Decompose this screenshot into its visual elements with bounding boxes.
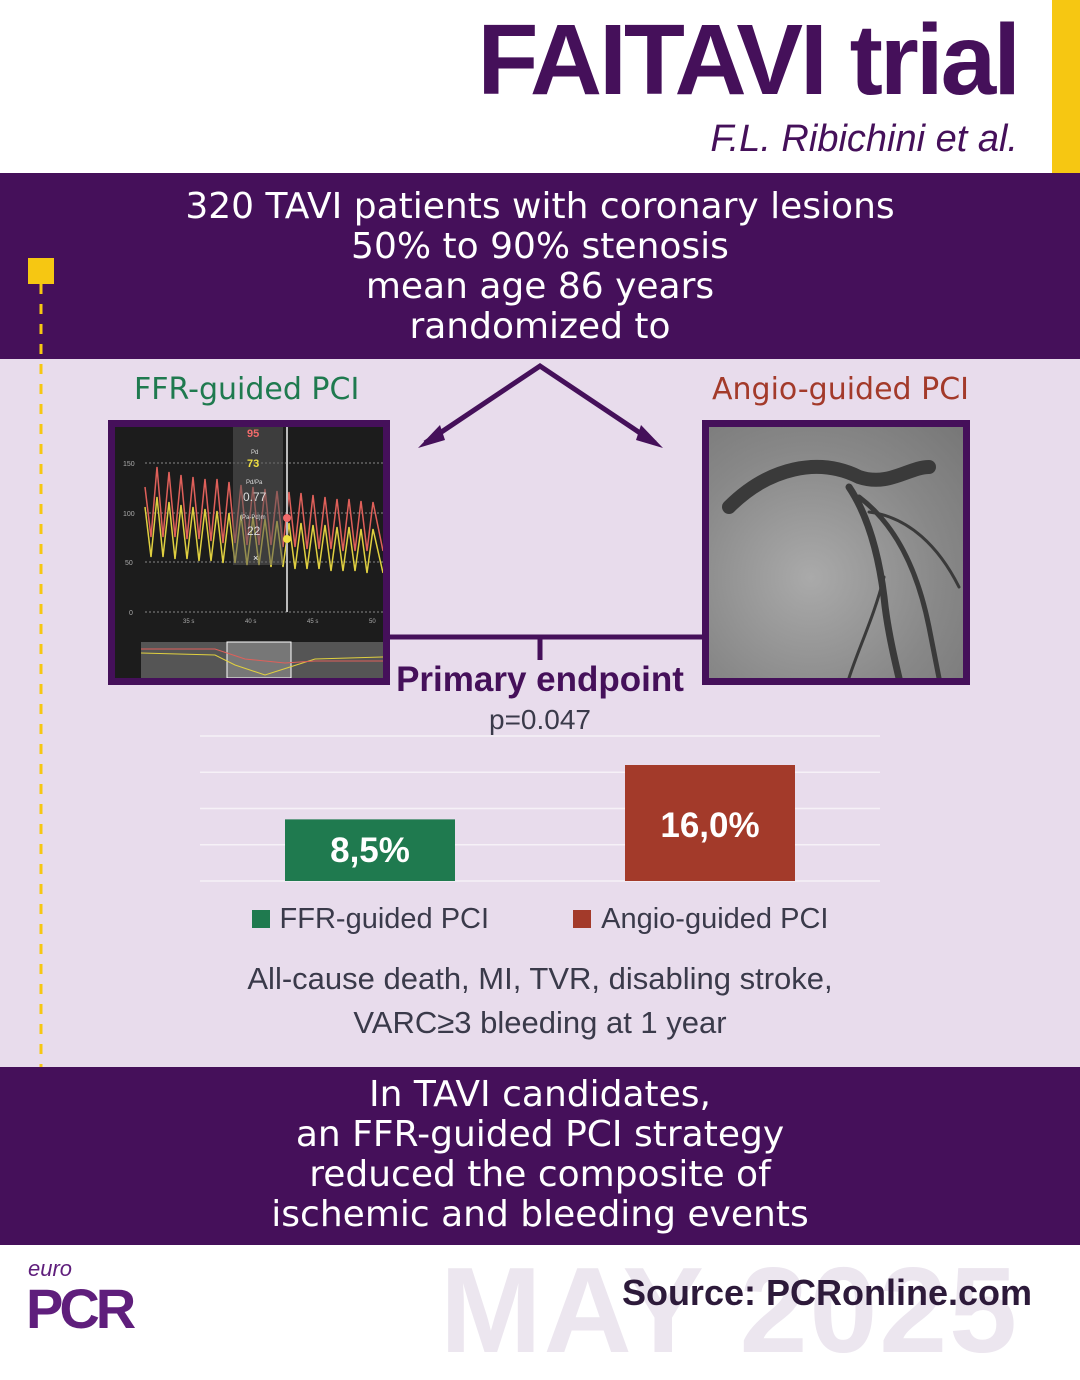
accent-bar [1052, 0, 1080, 173]
legend-item-angio: Angio-guided PCI [573, 903, 828, 936]
arrow-left-head [418, 425, 445, 448]
p-value: p=0.047 [489, 704, 591, 735]
legend-swatch [251, 910, 270, 928]
ytick: 100 [123, 511, 135, 518]
timeline-start-square [28, 258, 54, 284]
pd-label: Pd [251, 450, 258, 456]
ratio-label: Pd/Pa [246, 480, 263, 486]
legend-item-ffr: FFR-guided PCI [251, 903, 490, 936]
chart-legend: FFR-guided PCI Angio-guided PCI [0, 903, 1080, 936]
endpoint-title: Primary endpoint [396, 660, 684, 699]
ffr-pressure-tracing-image: 150 100 50 0 95 Pd 73 Pd/Pa 0.77 (Pa-Pd)… [108, 420, 390, 685]
conclusion-line: In TAVI candidates, [369, 1074, 711, 1115]
conclusion-line: reduced the composite of [309, 1154, 771, 1195]
ytick: 50 [125, 560, 133, 567]
bar-data-label: 8,5% [330, 831, 410, 870]
authors: F.L. Ribichini et al. [710, 118, 1018, 160]
conclusion-line: an FFR-guided PCI strategy [295, 1114, 785, 1155]
split-arrows [423, 362, 657, 446]
conclusion-band: In TAVI candidates, an FFR-guided PCI st… [0, 1067, 1080, 1245]
endpoint-bar-chart: 8,5% 16,0% [200, 735, 880, 882]
bar-data-label: 16,0% [660, 806, 759, 845]
endpoint-description: All-cause death, MI, TVR, disabling stro… [0, 957, 1080, 1045]
arm-label-ffr: FFR-guided PCI [134, 372, 360, 407]
close-icon: × [253, 553, 258, 563]
conclusion-line: ischemic and bleeding events [271, 1194, 809, 1235]
gradient-label: (Pa-Pd)m [240, 515, 266, 521]
page-title: FAITAVI trial [477, 4, 1021, 116]
angiogram-image [702, 420, 970, 685]
ytick: 150 [123, 461, 135, 468]
population-line: 320 TAVI patients with coronary lesions [185, 186, 895, 227]
gradient-value: 22 [247, 524, 261, 538]
connectors [26, 258, 702, 1170]
legend-label: FFR-guided PCI [279, 903, 490, 935]
ratio-value: 0.77 [243, 490, 267, 504]
bar-angio [625, 765, 795, 881]
xtick: 50 [369, 619, 376, 625]
pd-value: 73 [247, 458, 259, 470]
arrow-right-head [636, 425, 663, 448]
xtick: 45 s [307, 619, 318, 625]
legend-swatch [573, 910, 592, 928]
xtick: 40 s [245, 619, 256, 625]
bar-ffr [285, 819, 455, 881]
population-line: randomized to [409, 306, 671, 347]
logo-euro: euro [28, 1256, 73, 1281]
ytick: 0 [129, 610, 133, 617]
description-line: All-cause death, MI, TVR, disabling stro… [247, 961, 833, 996]
description-line: VARC≥3 bleeding at 1 year [353, 1005, 727, 1040]
pa-value: 95 [247, 428, 259, 440]
population-line: mean age 86 years [365, 266, 715, 307]
population-band: 320 TAVI patients with coronary lesions … [0, 173, 1080, 359]
arm-label-angio: Angio-guided PCI [712, 372, 970, 407]
xtick: 35 s [183, 619, 194, 625]
population-line: 50% to 90% stenosis [351, 226, 729, 267]
europcr-logo: PCR [26, 1277, 136, 1340]
legend-label: Angio-guided PCI [601, 903, 829, 935]
source-link[interactable]: Source: PCRonline.com [621, 1272, 1032, 1313]
